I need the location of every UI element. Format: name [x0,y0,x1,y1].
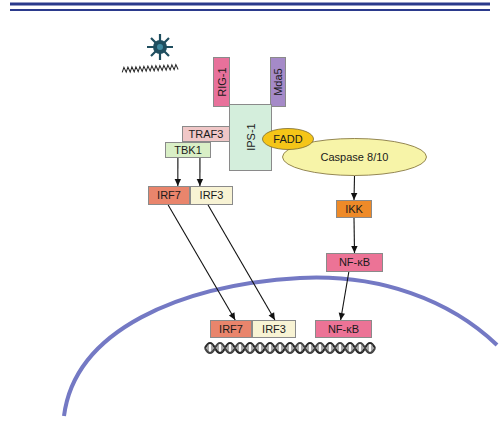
signal-arrow [168,205,235,320]
protein-box: IRF3 [252,320,296,338]
protein-box: IRF7 [148,186,190,205]
protein-label: NF-κB [328,323,359,335]
signal-arrow [353,176,355,200]
signal-arrow [199,158,200,186]
protein-label: TRAF3 [189,128,224,140]
protein-label: IRF7 [157,189,181,201]
protein-box: IKK [336,200,372,218]
signal-arrow [208,205,275,320]
dna-rungs [208,344,372,352]
protein-box: RIG-1 [213,57,230,107]
arrow-head [269,312,275,320]
protein-ellipse: FADD [262,128,314,150]
protein-label: IKK [345,203,363,215]
protein-box: NF-κB [326,253,383,272]
arrow-head [229,312,235,320]
protein-label: IPS-1 [244,124,256,152]
protein-box: Mda5 [270,57,286,107]
arrow-head [339,313,345,320]
arrow-head [351,193,357,200]
protein-box: IRF7 [210,320,252,338]
nuclear-membrane [64,278,497,416]
protein-label: TBK1 [174,144,202,156]
protein-box: TBK1 [165,142,211,158]
arrow-head [175,179,181,186]
protein-label: NF-κB [339,256,370,268]
virus-core [157,44,163,50]
protein-box: IRF3 [190,186,233,205]
signal-arrow [177,158,178,186]
protein-label: Mda5 [272,68,284,96]
protein-label: FADD [273,133,302,145]
protein-label: IRF3 [200,189,224,201]
viral-rna [122,65,178,73]
dna-strand [205,343,375,353]
header-rule [10,3,490,6]
ellipse-shape [263,129,314,150]
signal-arrow [353,218,355,253]
arrow-head [197,179,203,186]
arrow-head [351,246,357,253]
protein-label: Caspase 8/10 [321,151,389,163]
protein-label: IRF3 [262,323,286,335]
signal-arrow [341,272,349,320]
virus-particle [153,40,167,54]
header-rule [10,9,490,11]
ellipse-shape [283,139,427,176]
protein-box: TRAF3 [182,126,230,142]
protein-box: NF-κB [315,320,372,338]
protein-label: RIG-1 [215,67,227,96]
virus-spikes [147,34,173,60]
dna-strand [205,343,375,353]
protein-label: IRF7 [219,323,243,335]
